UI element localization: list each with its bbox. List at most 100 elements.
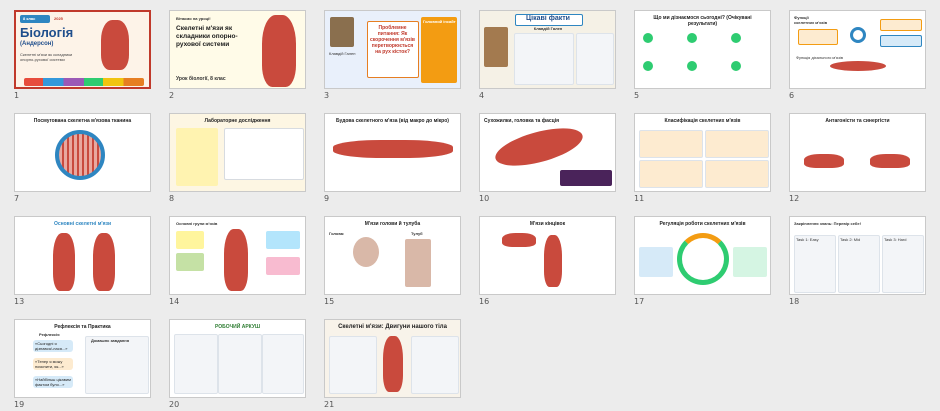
reflection-label: Рефлексія [39,332,60,337]
slide-thumbnail-7[interactable]: Посмугована скелетна м'язова тканина [14,113,151,192]
slide-thumbnail-6[interactable]: Функції скелетних м'язів Функція діхальн… [789,10,926,89]
classification-card [639,130,703,158]
magnifier-illustration [55,130,105,180]
head-illustration [353,237,379,267]
slide-title-2: Скелетні м'язи як складники опорно-рухов… [176,25,238,48]
slide-thumbnail-17[interactable]: Регуляція роботи скелетних м'язів [634,216,771,295]
muscle-figure-illustration [262,15,296,87]
slide-title-21: Скелетні м'язи: Двигуни нашого тіла [338,324,447,330]
regulation-cycle-diagram [677,233,729,285]
slide-number-9: 9 [324,194,330,203]
slide-thumbnail-21[interactable]: Скелетні м'язи: Двигуни нашого тіла [324,319,461,398]
chapter-text: Скелетні м'язи як складники опорно-рухов… [20,52,73,62]
slide-title-13: Основні скелетні м'язи [53,221,112,227]
lab-notes-card [176,128,218,186]
arm-illustration [870,154,910,168]
regulation-note [733,247,767,277]
slide-thumbnail-20[interactable]: РОБОЧИЙ АРКУШ [169,319,306,398]
task-card-easy [794,235,836,293]
facts-side-panel [576,33,614,85]
homework-label: Домашнє завдання [91,338,130,343]
torso-illustration [405,239,431,287]
quote-bubble: «Найбільш цікавим фактом було...» [33,376,73,388]
year-badge-text: 2025 [54,16,63,21]
outcome-icon [687,61,697,71]
info-panel [329,336,377,394]
classification-card [705,160,769,188]
function-box [880,19,922,31]
muscle-structure-illustration [333,140,453,158]
homework-card [85,336,149,394]
slide-thumbnail-13[interactable]: Основні скелетні м'язи [14,216,151,295]
task-card-mid [838,235,880,293]
slide-title-14: Основні групи м'язів [176,221,218,226]
slide-number-11: 11 [634,194,645,203]
slide-title-16: М'язи кінцівок [529,221,566,227]
slide-number-19: 19 [14,400,25,409]
sticky-note [176,231,204,249]
slide-thumbnail-9[interactable]: Будова скелетного м'яза (від макро до мі… [324,113,461,192]
slide-number-12: 12 [789,194,800,203]
arm-illustration [804,154,844,168]
slide-thumbnail-18[interactable]: Закріплення знань: Перевір себе! Task 1:… [789,216,926,295]
quote-bubble: «Тепер я можу пояснити, як...» [33,358,73,370]
function-box [880,35,922,47]
slide-number-1: 1 [14,91,20,100]
portrait-illustration [484,27,508,67]
slide-thumbnail-12[interactable]: Антагоністи та синергісти [789,113,926,192]
slide-title-15: М'язи голови й тулуба [364,221,421,227]
outcome-icon [643,61,653,71]
slide-title-12: Антагоністи та синергісти [825,118,890,124]
slide-title-5: Що ми дізнаємося сьогодні? (Очікувані ре… [653,15,752,27]
problem-question-box [367,21,419,78]
torso-label: Тулуб [411,231,423,236]
outcome-icon [731,61,741,71]
slide-thumbnail-3[interactable]: Клавдій Гален Проблемне питання: Як скор… [324,10,461,89]
worksheet-section [218,334,262,394]
info-panel [560,170,612,186]
slide-subtitle-4: Клавдій Гален [533,26,563,31]
sticky-note [176,253,204,271]
slide-number-4: 4 [479,91,485,100]
task-label: Task 3: Hard [884,237,907,242]
slide-thumbnail-1[interactable]: 8 клас 2025 Біологія (Андерсон) Скелетні… [14,10,151,89]
task-label: Task 2: Mid [840,237,861,242]
slide-number-10: 10 [479,194,490,203]
slide-title-8: Лабораторне дослідження [204,118,271,124]
slide-title-19: Рефлексія та Практика [54,324,111,330]
slide-thumbnail-2[interactable]: Вітаємо на уроці! Скелетні м'язи як скла… [169,10,306,89]
slide-number-21: 21 [324,400,335,409]
slide-title-18: Закріплення знань: Перевір себе! [794,221,861,226]
slide-thumbnail-5[interactable]: Що ми дізнаємося сьогодні? (Очікувані ре… [634,10,771,89]
slide-thumbnail-4[interactable]: Цікаві факти Клавдій Гален [479,10,616,89]
regulation-note [639,247,673,277]
task-card-hard [882,235,924,293]
portrait-illustration [330,17,354,47]
slide-number-16: 16 [479,297,490,306]
slide-number-18: 18 [789,297,800,306]
slide-number-8: 8 [169,194,175,203]
slide-thumbnail-16[interactable]: М'язи кінцівок [479,216,616,295]
slide-title-4: Цікаві факти [526,15,570,22]
slide-title-3: Проблемне питання: Як скорочення м'язів … [369,25,416,55]
slide-thumbnail-19[interactable]: Рефлексія та Практика Рефлексія «Сьогодн… [14,319,151,398]
slide-title-6: Функції скелетних м'язів [794,15,828,25]
slide-title-7: Посмугована скелетна м'язова тканина [33,118,132,124]
slide-thumbnail-10[interactable]: Сухожилки, головка та фасція [479,113,616,192]
slide-thumbnail-15[interactable]: М'язи голови й тулуба Голова: Тулуб [324,216,461,295]
classification-card [639,160,703,188]
slide-title-11: Класифікація скелетних м'язів [664,118,741,124]
slide-thumbnail-14[interactable]: Основні групи м'язів [169,216,306,295]
function-label: Функція діхального м'язів [796,55,843,60]
slide-number-7: 7 [14,194,20,203]
grade-badge [20,15,50,23]
slide-title-1: Біологія [20,25,74,40]
slide-title-9: Будова скелетного м'яза (від макро до мі… [336,118,449,124]
slide-thumbnail-11[interactable]: Класифікація скелетних м'язів [634,113,771,192]
worksheet-section [262,334,304,394]
slide-thumbnail-8[interactable]: Лабораторне дослідження [169,113,306,192]
facts-list [514,33,574,85]
slide-number-20: 20 [169,400,180,409]
task-label: Task 1: Easy [796,237,819,242]
insight-title: Головний інсайт [423,19,456,24]
